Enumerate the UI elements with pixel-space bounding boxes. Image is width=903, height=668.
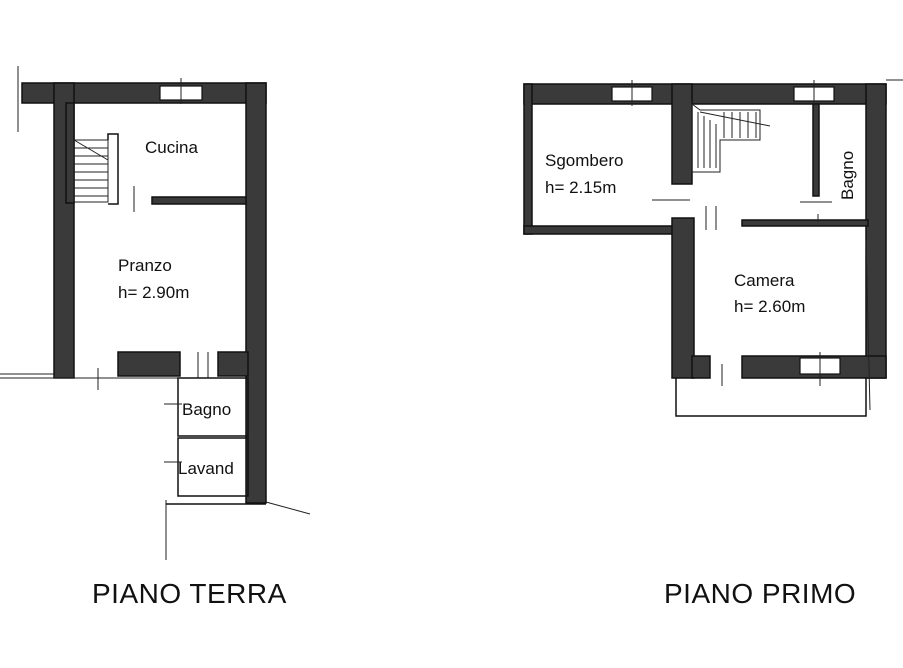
room-label-sgombero: Sgombero: [545, 151, 623, 170]
first-floor-plan: Sgombero h= 2.15m Bagno Camera h= 2.60m: [523, 79, 903, 417]
first-floor-walls: [523, 83, 887, 379]
first-floor-title: PIANO PRIMO: [664, 578, 856, 609]
balcony: [675, 378, 867, 417]
room-label-pranzo: Pranzo: [118, 256, 172, 275]
room-label-camera: Camera: [734, 271, 795, 290]
ground-floor-title: PIANO TERRA: [92, 578, 287, 609]
ground-floor-plan: Cucina Pranzo h= 2.90m Bagno Lavand: [0, 66, 311, 560]
room-label-lavand: Lavand: [178, 459, 234, 478]
room-label-bagno-first: Bagno: [838, 151, 857, 200]
room-height-pranzo: h= 2.90m: [118, 283, 189, 302]
room-height-camera: h= 2.60m: [734, 297, 805, 316]
room-label-bagno-ground: Bagno: [182, 400, 231, 419]
room-height-sgombero: h= 2.15m: [545, 178, 616, 197]
stairs-icon: [691, 103, 771, 173]
room-label-cucina: Cucina: [145, 138, 198, 157]
stairs-icon: [73, 133, 119, 205]
ground-floor-walls: [21, 82, 267, 504]
